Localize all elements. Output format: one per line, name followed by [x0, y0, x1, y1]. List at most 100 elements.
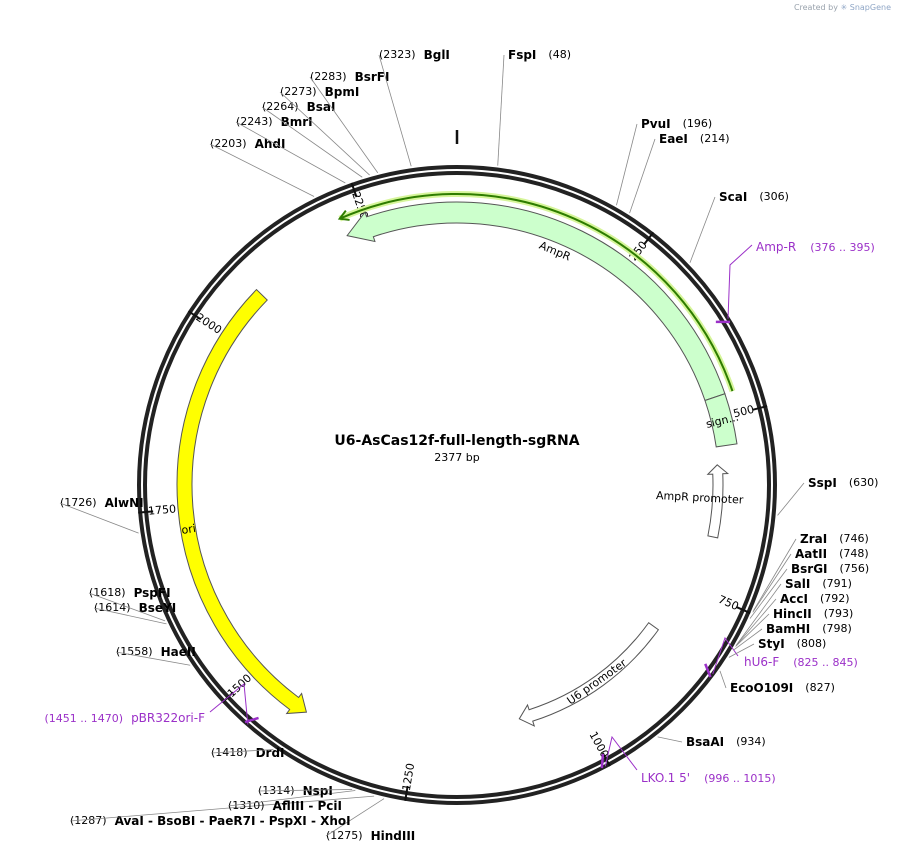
enzyme-position: (1287) — [70, 814, 107, 827]
ampr-arrowhead-line — [337, 210, 350, 221]
enzyme-site[interactable]: PvuI(196) — [616, 117, 712, 206]
enzyme-position: (1558) — [116, 645, 153, 658]
primer-label[interactable]: LKO.1 5' (996 .. 1015) — [641, 771, 776, 785]
enzyme-site[interactable]: (1614) BseYI — [93, 601, 176, 625]
enzyme-label[interactable]: (1310)AflIII - PciI — [228, 799, 342, 813]
enzyme-label[interactable]: FspI(48) — [508, 48, 571, 62]
enzyme-leader — [210, 749, 274, 754]
enzyme-site[interactable]: BsaAI(934) — [657, 735, 766, 749]
enzyme-label[interactable]: StyI(808) — [758, 637, 826, 651]
enzyme-site[interactable]: (1558) HaeII — [115, 645, 196, 666]
enzyme-label[interactable]: (2283)BsrFI — [310, 70, 389, 84]
enzyme-site[interactable]: (1726)AlwNI — [59, 496, 144, 534]
enzyme-leader — [69, 795, 375, 822]
enzyme-layer[interactable]: FspI(48) PvuI(196)EaeI(214) ScaI(306) SspI(… — [59, 48, 879, 843]
enzyme-site[interactable]: (2203)AhdI — [209, 137, 315, 197]
signal-feature[interactable] — [704, 393, 738, 448]
u6-promoter-feature[interactable] — [518, 622, 660, 727]
primer-label[interactable]: (1451 .. 1470)pBR322ori-F — [45, 711, 206, 725]
enzyme-label[interactable]: AatII (748) — [795, 547, 869, 561]
enzyme-name: SalI — [785, 577, 810, 591]
u6-promoter-label: U6 promoter — [565, 656, 630, 707]
primer-label[interactable]: hU6-F(825 .. 845) — [744, 655, 858, 669]
enzyme-position: (48) — [548, 48, 571, 61]
primer-range: (996 .. 1015) — [704, 772, 776, 785]
enzyme-position: (2264) — [262, 100, 299, 113]
enzyme-label[interactable]: (2323)BglI — [379, 48, 450, 62]
enzyme-site[interactable]: EcoO109I(827) — [719, 670, 835, 695]
enzyme-site[interactable]: (2243)BmrI — [235, 115, 346, 184]
enzyme-label[interactable]: (2273)BpmI — [280, 85, 359, 99]
enzyme-position: (793) — [824, 607, 854, 620]
ampr-feature[interactable] — [346, 201, 726, 402]
enzyme-label[interactable]: (1418)DrdI — [211, 746, 285, 760]
enzyme-position: (1614) — [94, 601, 131, 614]
enzyme-label[interactable]: SspI(630) — [808, 476, 878, 490]
enzyme-name: StyI — [758, 637, 785, 651]
enzyme-site[interactable]: (2273)BpmI — [279, 85, 370, 176]
enzyme-label[interactable]: (2203)AhdI — [210, 137, 285, 151]
enzyme-label[interactable]: ZraI(746) — [800, 532, 869, 546]
enzyme-site[interactable]: FspI(48) — [497, 48, 571, 166]
enzyme-position: (2203) — [210, 137, 247, 150]
primer-name: LKO.1 5' — [641, 771, 690, 785]
enzyme-label[interactable]: BsrGI(756) — [791, 562, 869, 576]
enzyme-label[interactable]: (1287)AvaI - BsoBI - PaeR7I - PspXI - Xh… — [70, 814, 351, 828]
enzyme-site[interactable]: (1618)PspFI — [88, 586, 171, 622]
enzyme-name: AatII — [795, 547, 827, 561]
enzyme-site[interactable]: SspI(630) — [777, 476, 879, 516]
enzyme-position: (748) — [839, 547, 869, 560]
enzyme-label[interactable]: HincII(793) — [773, 607, 853, 621]
enzyme-site[interactable]: BsrGI(756) — [749, 562, 869, 619]
enzyme-site[interactable]: ZraI(746) — [753, 532, 869, 611]
enzyme-label[interactable]: ScaI(306) — [719, 190, 789, 204]
enzyme-label[interactable]: (2264)BsaI — [262, 100, 335, 114]
enzyme-label[interactable]: (1618)PspFI — [89, 586, 171, 600]
enzyme-position: (2323) — [379, 48, 416, 61]
enzyme-site[interactable]: SalI (791) — [736, 577, 852, 646]
enzyme-label[interactable]: (1558) HaeII — [116, 645, 196, 659]
enzyme-site[interactable]: (2323)BglI — [378, 48, 450, 167]
enzyme-label[interactable]: AccI(792) — [780, 592, 850, 606]
enzyme-label[interactable]: (2243)BmrI — [236, 115, 313, 129]
enzyme-position: (798) — [822, 622, 852, 635]
ampr-promoter-feature[interactable] — [706, 464, 730, 539]
enzyme-name: BsrFI — [355, 70, 390, 84]
enzyme-name: AccI — [780, 592, 808, 606]
enzyme-site[interactable]: (1287)AvaI - BsoBI - PaeR7I - PspXI - Xh… — [69, 795, 375, 828]
enzyme-leader — [753, 538, 797, 611]
enzyme-label[interactable]: EaeI(214) — [659, 132, 730, 146]
enzyme-site[interactable]: AatII (748) — [752, 547, 869, 613]
enzyme-name: BseYI — [139, 601, 177, 615]
ori-feature[interactable] — [176, 288, 308, 715]
primer-label[interactable]: Amp-R(376 .. 395) — [756, 240, 875, 254]
enzyme-label[interactable]: BsaAI(934) — [686, 735, 766, 749]
enzyme-site[interactable]: (1310)AflIII - PciI — [227, 790, 356, 813]
enzyme-site[interactable]: BamHI(798) — [733, 622, 852, 651]
enzyme-label[interactable]: (1614) BseYI — [94, 601, 176, 615]
enzyme-name: HaeII — [161, 645, 196, 659]
enzyme-site[interactable]: AccI(792) — [735, 592, 850, 647]
enzyme-site[interactable]: (1314)NspI — [257, 784, 353, 798]
enzyme-site[interactable]: StyI(808) — [728, 637, 826, 658]
enzyme-label[interactable]: SalI (791) — [785, 577, 852, 591]
enzyme-position: (306) — [759, 190, 789, 203]
enzyme-name: NspI — [303, 784, 333, 798]
enzyme-label[interactable]: PvuI(196) — [641, 117, 712, 131]
enzyme-site[interactable]: (1418)DrdI — [210, 746, 285, 760]
enzyme-position: (1275) — [326, 829, 363, 842]
enzyme-site[interactable]: EaeI(214) — [629, 132, 730, 214]
enzyme-position: (791) — [822, 577, 852, 590]
enzyme-site[interactable]: HincII(793) — [735, 607, 854, 647]
enzyme-label[interactable]: (1275)HindIII — [326, 829, 415, 843]
enzyme-site[interactable]: ScaI(306) — [689, 190, 789, 263]
enzyme-name: EcoO109I — [730, 681, 793, 695]
enzyme-label[interactable]: (1726)AlwNI — [60, 496, 144, 510]
primer-layer[interactable]: Amp-R(376 .. 395) hU6-F(825 .. 845) LKO.1 … — [45, 240, 875, 785]
enzyme-site[interactable]: (2283)BsrFI — [309, 70, 389, 174]
enzyme-leader — [115, 651, 191, 666]
enzyme-label[interactable]: EcoO109I(827) — [730, 681, 835, 695]
enzyme-site[interactable]: (2264)BsaI — [261, 100, 363, 178]
enzyme-label[interactable]: BamHI(798) — [766, 622, 852, 636]
enzyme-site[interactable]: (1275)HindIII — [325, 798, 415, 843]
